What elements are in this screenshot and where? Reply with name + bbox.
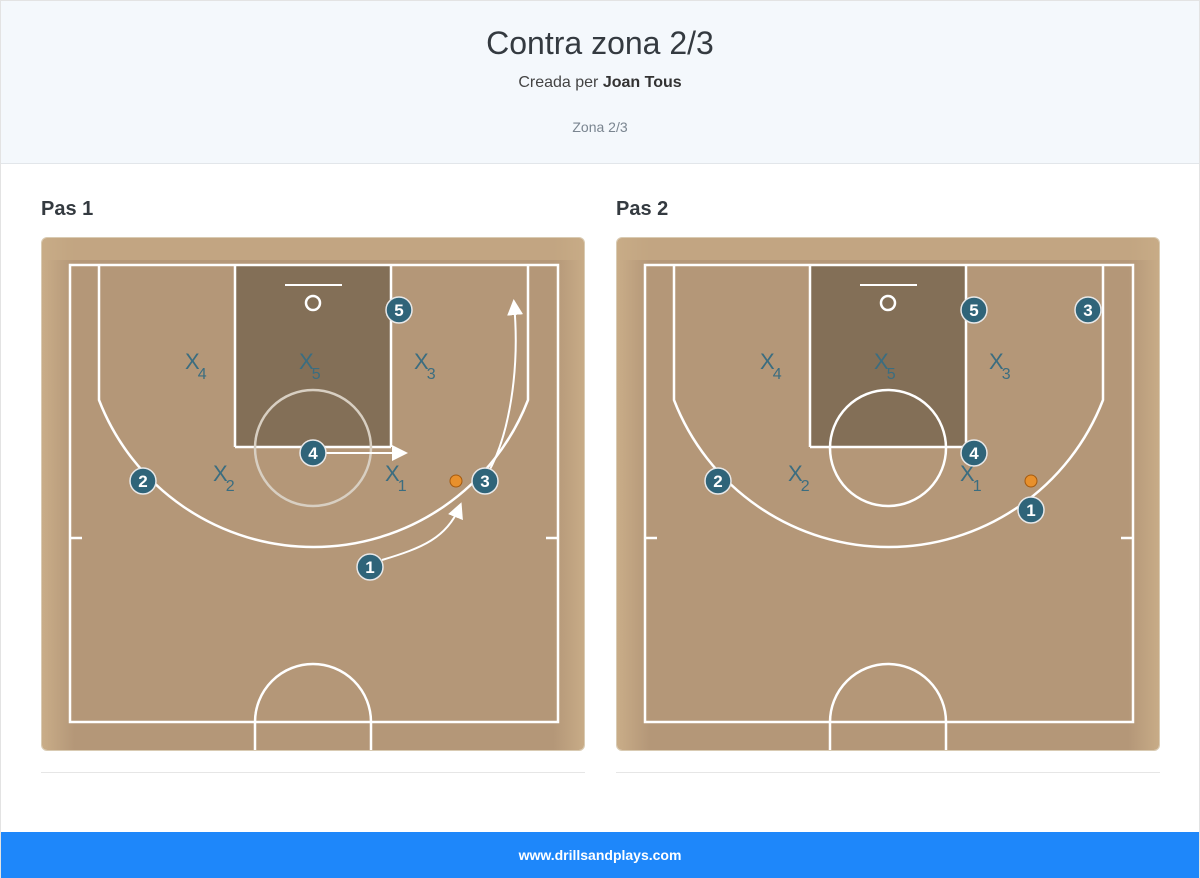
center-circle	[828, 662, 948, 750]
dribble-arrow	[381, 502, 463, 561]
author-line: Creada per Joan Tous	[1, 74, 1199, 92]
step-2-title: Pas 2	[616, 198, 669, 220]
page-title: Contra zona 2/3	[486, 25, 714, 61]
svg-text:2: 2	[713, 472, 722, 491]
center-circle	[253, 662, 373, 750]
site-footer: www.drillsandplays.com	[1, 832, 1199, 878]
step-1-title: Pas 1	[41, 198, 94, 220]
court-boundary	[643, 263, 1135, 724]
svg-text:5: 5	[969, 301, 978, 320]
free-throw-circle	[828, 388, 948, 508]
three-point-line	[97, 265, 530, 549]
svg-text:5: 5	[394, 301, 403, 320]
svg-text:4: 4	[969, 444, 979, 463]
player-3[interactable]: 3	[1074, 296, 1102, 324]
player-5[interactable]: 5	[385, 296, 413, 324]
player-2[interactable]: 2	[129, 467, 157, 495]
hoop	[304, 294, 322, 312]
player-3[interactable]: 3	[471, 467, 499, 495]
svg-text:1: 1	[365, 558, 374, 577]
footer-site-link[interactable]: www.drillsandplays.com	[518, 847, 682, 863]
player-4[interactable]: 4	[299, 439, 327, 467]
player-1[interactable]: 1	[1017, 496, 1045, 524]
court-boundary	[68, 263, 560, 724]
created-by-label: Creada per	[518, 74, 599, 91]
author-name[interactable]: Joan Tous	[602, 74, 682, 91]
svg-text:3: 3	[1083, 301, 1092, 320]
three-point-line	[672, 265, 1105, 549]
cut-arrow	[484, 299, 524, 479]
player-4[interactable]: 4	[960, 439, 988, 467]
basketball-icon	[449, 474, 463, 488]
svg-text:1: 1	[1026, 501, 1035, 520]
basketball-icon	[1024, 474, 1038, 488]
free-throw-circle	[253, 388, 373, 508]
svg-text:3: 3	[480, 472, 489, 491]
divider-2	[616, 772, 1160, 773]
hoop	[879, 294, 897, 312]
page-header: Contra zona 2/3 Creada per Joan Tous Zon…	[1, 1, 1199, 164]
player-2[interactable]: 2	[704, 467, 732, 495]
svg-text:2: 2	[138, 472, 147, 491]
divider-1	[41, 772, 585, 773]
player-5[interactable]: 5	[960, 296, 988, 324]
svg-text:4: 4	[308, 444, 318, 463]
player-1[interactable]: 1	[356, 553, 384, 581]
category-tag[interactable]: Zona 2/3	[572, 119, 628, 135]
